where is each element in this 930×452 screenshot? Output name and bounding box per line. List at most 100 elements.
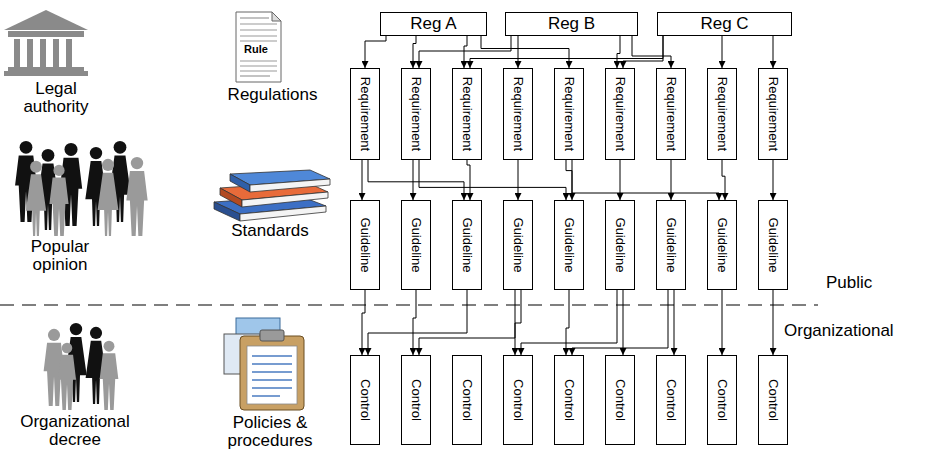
connector-arrow	[773, 36, 774, 68]
box-text: Requirement	[613, 77, 628, 151]
layer-name: Regulations	[205, 86, 340, 104]
connector-arrow	[620, 160, 621, 200]
guideline-box: Guideline	[554, 200, 584, 290]
zone-label: Organizational	[784, 322, 894, 340]
icon-caption: Legal authority	[8, 80, 104, 116]
regulation-box: Reg C	[657, 12, 792, 36]
legal-building-icon	[4, 10, 88, 76]
regulation-box: Reg A	[380, 12, 487, 36]
box-text: Reg B	[548, 14, 595, 34]
guideline-box: Guideline	[656, 200, 686, 290]
box-text: Guideline	[511, 218, 526, 273]
requirement-box: Requirement	[707, 68, 737, 160]
connector-arrow	[481, 36, 569, 68]
box-text: Guideline	[613, 218, 628, 273]
connector-arrow	[632, 36, 671, 68]
requirement-box: Requirement	[452, 68, 482, 160]
requirement-box: Requirement	[656, 68, 686, 160]
control-box: Control	[452, 355, 482, 445]
connector-arrow	[368, 290, 467, 355]
connector-arrow	[773, 290, 774, 355]
connector-arrow	[773, 160, 774, 200]
icon-caption: Organizational decree	[0, 413, 150, 449]
box-text: Control	[358, 379, 373, 421]
requirement-box: Requirement	[503, 68, 533, 160]
connector-arrow	[572, 160, 719, 200]
box-text: Guideline	[409, 218, 424, 273]
box-text: Requirement	[766, 77, 781, 151]
organizational-people	[44, 323, 119, 410]
box-text: Requirement	[409, 77, 424, 151]
control-box: Control	[758, 355, 788, 445]
icon-caption: Popular opinion	[15, 238, 105, 274]
standards-books-icon	[214, 170, 330, 221]
guideline-box: Guideline	[605, 200, 635, 290]
connector-arrow	[419, 290, 515, 355]
zone-label: Public	[826, 274, 872, 292]
connector-arrow	[572, 290, 668, 355]
control-box: Control	[350, 355, 380, 445]
box-text: Requirement	[664, 77, 679, 151]
connector-arrow	[470, 36, 663, 68]
control-box: Control	[707, 355, 737, 445]
control-box: Control	[605, 355, 635, 445]
connector-arrow	[623, 36, 663, 68]
box-text: Control	[409, 379, 424, 421]
box-text: Reg C	[700, 14, 748, 34]
connector-arrow	[722, 160, 725, 200]
connector-arrow	[362, 160, 363, 200]
connector-arrow	[518, 160, 519, 200]
connector-arrow	[413, 36, 416, 68]
box-text: Requirement	[715, 77, 730, 151]
connector-arrow	[419, 36, 511, 68]
guideline-box: Guideline	[350, 200, 380, 290]
control-box: Control	[656, 355, 686, 445]
connector-arrow	[365, 36, 386, 68]
box-text: Control	[613, 379, 628, 421]
connector-arrow	[566, 290, 569, 355]
box-text: Guideline	[664, 218, 679, 273]
connector-arrow	[515, 290, 521, 355]
guideline-box: Guideline	[452, 200, 482, 290]
divider-line	[0, 304, 818, 305]
box-text: Control	[664, 379, 679, 421]
popular-opinion-people	[15, 141, 148, 236]
box-text: Requirement	[511, 77, 526, 151]
requirement-box: Requirement	[350, 68, 380, 160]
connector-arrow	[368, 160, 464, 200]
connector-arrow	[467, 160, 470, 200]
connector-arrow	[518, 36, 519, 68]
connector-arrow	[464, 36, 467, 68]
box-text: Requirement	[562, 77, 577, 151]
requirement-box: Requirement	[758, 68, 788, 160]
connector-arrow	[617, 36, 620, 68]
box-text: Guideline	[358, 218, 373, 273]
box-text: Control	[562, 379, 577, 421]
control-box: Control	[401, 355, 431, 445]
connector-arrow	[722, 290, 723, 355]
box-text: Guideline	[766, 218, 781, 273]
connector-arrow	[362, 290, 365, 355]
regulation-box: Reg B	[505, 12, 638, 36]
requirement-box: Requirement	[401, 68, 431, 160]
box-text: Control	[766, 379, 781, 421]
guideline-box: Guideline	[758, 200, 788, 290]
connector-arrow	[623, 290, 624, 355]
connector-arrow	[413, 290, 416, 355]
connector-arrow	[566, 160, 572, 200]
box-text: Control	[460, 379, 475, 421]
box-text: Reg A	[410, 14, 456, 34]
connector-arrow	[671, 160, 672, 200]
policies-clipboard-icon	[224, 318, 304, 410]
guideline-box: Guideline	[503, 200, 533, 290]
box-text: Guideline	[460, 218, 475, 273]
requirement-box: Requirement	[605, 68, 635, 160]
box-text: Guideline	[562, 218, 577, 273]
rule-paper-icon	[236, 12, 281, 82]
box-text: Guideline	[715, 218, 730, 273]
connector-arrow	[413, 160, 414, 200]
box-text: Control	[715, 379, 730, 421]
connector-arrow	[674, 290, 675, 355]
connector-arrow	[419, 160, 566, 200]
